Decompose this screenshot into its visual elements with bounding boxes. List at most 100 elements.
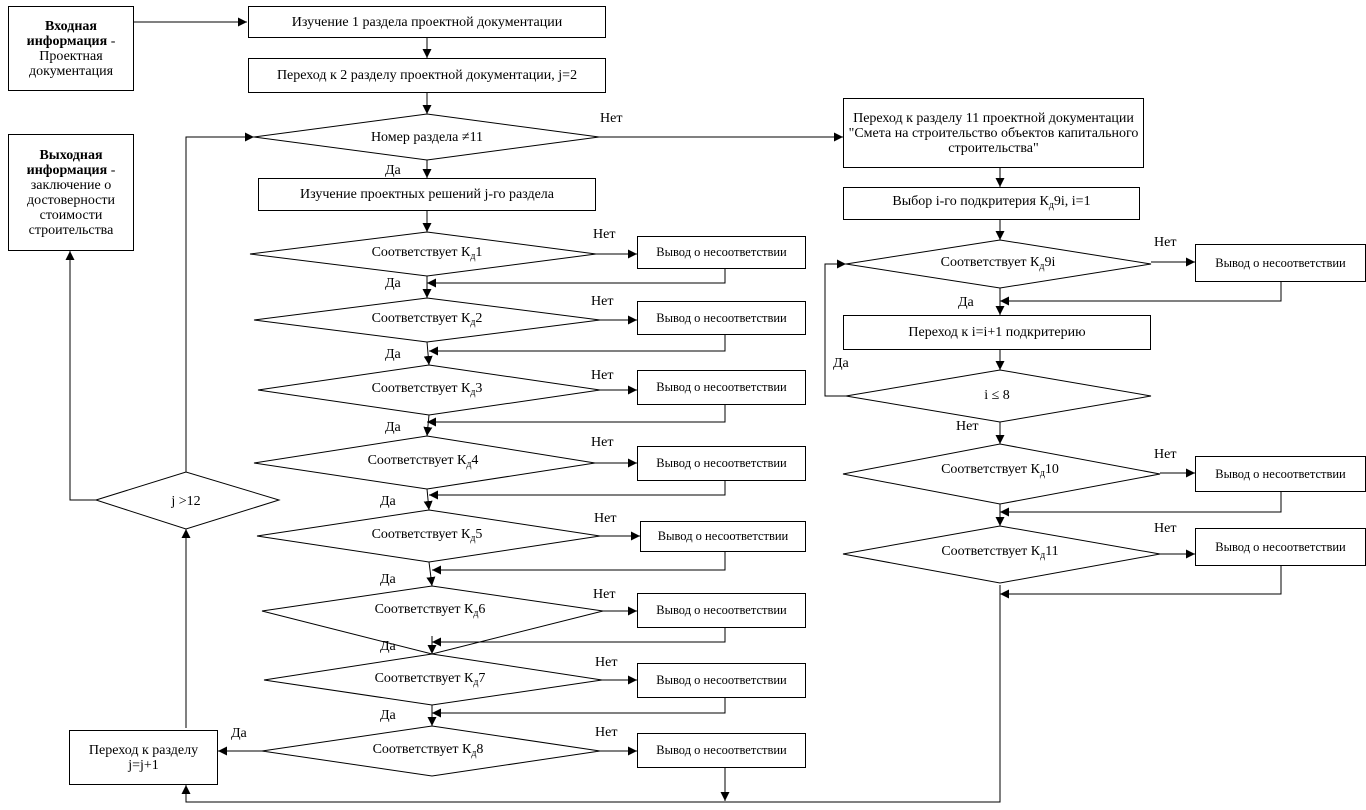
yes-label-2: Да [385,347,401,362]
no-label-5: Нет [594,511,617,526]
mismatch-box-9i: Вывод о несоответствии [1195,244,1366,282]
yes-label-9i: Да [958,295,974,310]
criterion-9i-sub: д [1039,260,1045,272]
yes-label-section: Да [385,163,401,178]
criterion-5-prefix: Соответствует К [371,526,471,542]
no-label-3: Нет [591,368,614,383]
criterion-3-prefix: Соответствует К [371,380,471,396]
criterion-4-text: Соответствует Кд4 [318,453,528,471]
criterion-8-sub: д [471,747,477,759]
goto-next-section-box: Переход к разделу j=j+1 [69,730,218,785]
criterion-4-sub: д [466,458,472,470]
no-label-10: Нет [1154,447,1177,462]
criterion-8-num: 8 [476,741,484,757]
criterion-10-diamond [842,443,1161,505]
input-info-text: - Проектная документация [28,33,116,79]
mismatch-box-4: Вывод о несоответствии [637,446,806,481]
mismatch-box-1: Вывод о несоответствии [637,236,806,269]
next-subcriterion-box: Переход к i=i+1 подкритерию [843,315,1151,350]
j-check-text: j >12 [171,493,201,509]
select-subcriterion-sub: д [1048,200,1054,211]
no-label-7: Нет [595,655,618,670]
criterion-5-text: Соответствует Кд5 [322,527,532,545]
criterion-6-prefix: Соответствует К [374,601,474,617]
criterion-11-sub: д [1040,549,1046,561]
criterion-11-prefix: Соответствует К [941,543,1041,559]
no-label-8: Нет [595,725,618,740]
criterion-1-sub: д [470,250,476,262]
criterion-9i-text: Соответствует Кд9i [893,255,1103,273]
criterion-10-num: 10 [1044,461,1059,477]
output-info-box: Выходная информация - заключение о досто… [8,134,134,251]
study-section-j-box: Изучение проектных решений j-го раздела [258,178,596,211]
input-info-box: Входная информация - Проектная документа… [8,6,134,91]
section-check-text: Номер раздела ≠11 [370,129,484,145]
goto-section2-box: Переход к 2 разделу проектной документац… [248,58,606,93]
criterion-1-text: Соответствует Кд1 [322,245,532,263]
criterion-5-num: 5 [475,526,483,542]
yes-label-4: Да [380,494,396,509]
mismatch-box-6: Вывод о несоответствии [637,593,806,628]
criterion-5-sub: д [470,532,476,544]
select-subcriterion-suffix: 9i, i=1 [1053,194,1091,209]
mismatch-box-3: Вывод о несоответствии [637,370,806,405]
criterion-8-text: Соответствует Кд8 [323,742,533,760]
yes-label-3: Да [385,420,401,435]
criterion-1-num: 1 [475,244,483,260]
criterion-3-text: Соответствует Кд3 [322,381,532,399]
yes-label-5: Да [380,572,396,587]
section-check-diamond [253,113,600,161]
criterion-10-text: Соответствует Кд10 [895,462,1105,480]
yes-label-i-check: Да [833,356,849,371]
criterion-9i-prefix: Соответствует К [940,254,1040,270]
mismatch-box-5: Вывод о несоответствии [640,521,806,552]
criterion-10-sub: д [1039,467,1045,479]
no-label-11: Нет [1154,521,1177,536]
criterion-7-prefix: Соответствует К [374,670,474,686]
criterion-2-num: 2 [475,310,483,326]
no-label-section: Нет [600,111,623,126]
input-info-bold: Входная информация [26,18,108,49]
goto-section11-box: Переход к разделу 11 проектной документа… [843,98,1144,168]
criterion-9i-diamond [845,239,1152,289]
select-subcriterion-prefix: Выбор i-го подкритерия К [892,194,1049,209]
i-check-diamond [845,369,1152,423]
i-check-text: i ≤ 8 [984,387,1010,403]
j-check-diamond [94,471,281,530]
yes-label-6: Да [380,639,396,654]
criterion-9i-num: 9i [1044,254,1056,270]
criterion-3-sub: д [470,386,476,398]
criterion-4-num: 4 [471,452,479,468]
criterion-4-prefix: Соответствует К [367,452,467,468]
criterion-11-text: Соответствует Кд11 [895,544,1105,562]
criterion-11-num: 11 [1045,543,1059,559]
output-info-bold: Выходная информация [26,147,108,178]
criterion-2-sub: д [470,316,476,328]
yes-label-1: Да [385,276,401,291]
no-label-4: Нет [591,435,614,450]
no-label-1: Нет [593,227,616,242]
criterion-7-text: Соответствует Кд7 [325,671,535,689]
mismatch-box-2: Вывод о несоответствии [637,301,806,335]
yes-label-7: Да [380,708,396,723]
no-label-i-check: Нет [956,419,979,434]
no-label-6: Нет [593,587,616,602]
mismatch-box-11: Вывод о несоответствии [1195,528,1366,566]
no-label-2: Нет [591,294,614,309]
criterion-6-text: Соответствует Кд6 [325,602,535,620]
study-section1-box: Изучение 1 раздела проектной документаци… [248,6,606,38]
mismatch-box-10: Вывод о несоответствии [1195,456,1366,492]
mismatch-box-8: Вывод о несоответствии [637,733,806,768]
criterion-2-text: Соответствует Кд2 [322,311,532,329]
no-label-9i: Нет [1154,235,1177,250]
criterion-1-prefix: Соответствует К [371,244,471,260]
select-subcriterion-box: Выбор i-го подкритерия Кд9i, i=1 [843,187,1140,220]
criterion-8-prefix: Соответствует К [372,741,472,757]
mismatch-box-7: Вывод о несоответствии [637,663,806,698]
yes-label-8: Да [231,726,247,741]
criterion-6-sub: д [473,607,479,619]
criterion-6-num: 6 [478,601,486,617]
criterion-3-num: 3 [475,380,483,396]
criterion-2-prefix: Соответствует К [371,310,471,326]
